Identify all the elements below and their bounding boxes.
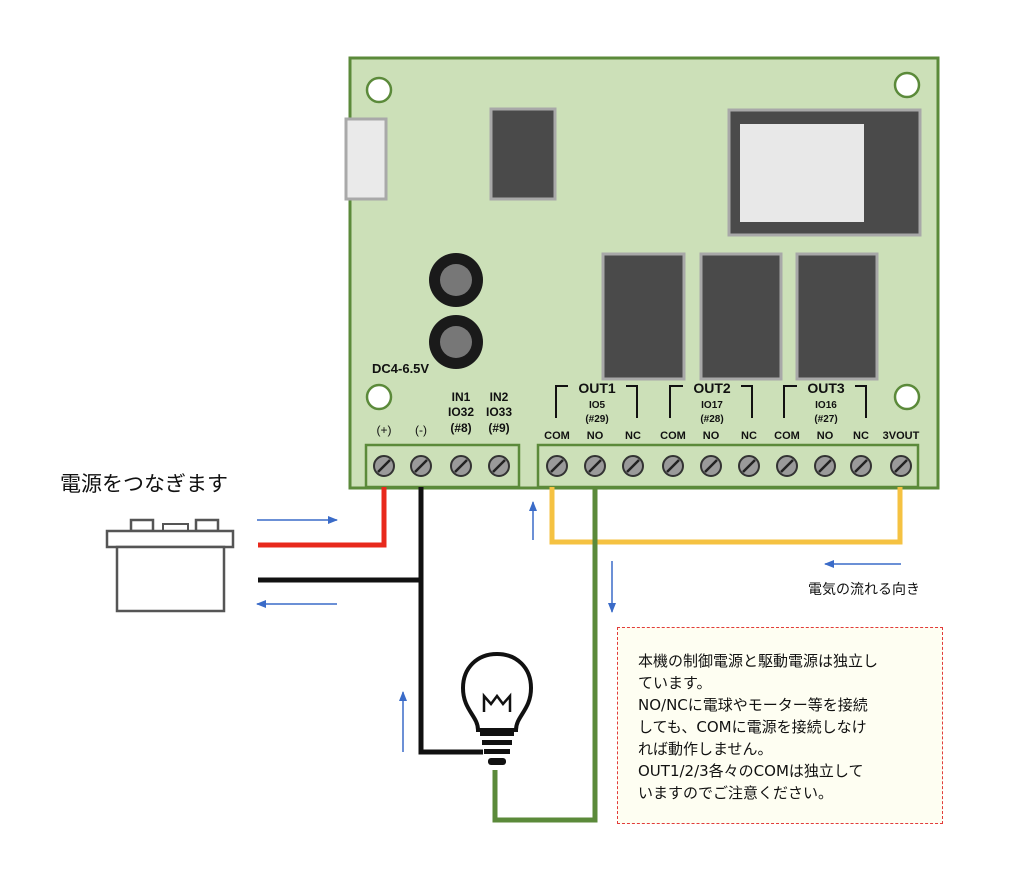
label-nc-1: NC (625, 430, 641, 442)
yellow-wire (549, 487, 903, 545)
usb-connector (344, 117, 388, 201)
mounting-hole-bottom-right (893, 383, 921, 411)
note-box: 本機の制御電源と駆動電源は独立し ています。 NO/NCに電球やモーター等を接続… (617, 627, 943, 824)
note-line-6: OUT1/2/3各々のCOMは独立して (638, 762, 864, 780)
mounting-hole-top-left (365, 76, 393, 104)
label-in1: IN1 (452, 390, 471, 404)
label-no-2: NO (703, 430, 720, 442)
terminal-screw-slot-13 (854, 459, 868, 473)
red-wire (258, 487, 387, 548)
label-nc-2: NC (741, 430, 757, 442)
label-in2: IN2 (490, 390, 509, 404)
label-pin8: (#8) (450, 421, 471, 435)
green-wire (492, 487, 598, 823)
out2-bracket (669, 385, 753, 418)
label-no-1: NO (587, 430, 604, 442)
left-terminal-labels: (+) (-) IN1 IO32 (#8) IN2 IO33 (#9) (377, 390, 513, 437)
label-io32: IO32 (448, 405, 474, 419)
relay-board: DC4-6.5V (+) (-) IN1 IO32 (#8) IN2 IO33 … (344, 56, 940, 490)
terminal-screw-slot-6 (588, 459, 602, 473)
terminal-screw-slot-10 (742, 459, 756, 473)
note-line-5: れば動作しません。 (638, 740, 773, 758)
terminal-screw-slot-4 (492, 459, 506, 473)
power-connect-label: 電源をつなぎます (60, 472, 228, 496)
out1-io: IO5 (589, 400, 606, 411)
note-line-2: ています。 (638, 674, 712, 692)
right-terminal-labels: COM NO NC COM NO NC COM NO NC 3VOUT (544, 430, 919, 442)
out1-label: OUT1 (578, 380, 616, 396)
relay-2 (699, 252, 783, 381)
terminal-screw-slot-14 (894, 459, 908, 473)
mounting-hole-bottom-left (365, 383, 393, 411)
out3-label: OUT3 (807, 380, 845, 396)
light-bulb-icon (460, 651, 534, 765)
out2-pin: (#28) (700, 414, 723, 425)
label-com-2: COM (660, 430, 686, 442)
out3-bracket (783, 385, 867, 418)
out1-bracket (555, 385, 638, 418)
relay-1 (601, 252, 686, 381)
label-io33: IO33 (486, 405, 512, 419)
terminal-screw-slot-5 (550, 459, 564, 473)
terminal-screws (373, 455, 912, 477)
terminal-screw-slot-3 (454, 459, 468, 473)
terminal-screw-slot-2 (414, 459, 428, 473)
note-line-4: しても、COMに電源を接続しなけ (638, 718, 867, 736)
label-pin9: (#9) (488, 421, 509, 435)
chip (489, 107, 557, 201)
label-nc-3: NC (853, 430, 869, 442)
out2-io: IO17 (701, 400, 723, 411)
label-plus: (+) (377, 423, 392, 437)
note-line-1: 本機の制御電源と駆動電源は独立し (638, 652, 879, 670)
label-com-3: COM (774, 430, 800, 442)
out1-pin: (#29) (585, 414, 608, 425)
terminal-screw-slot-12 (818, 459, 832, 473)
black-wire-lamp (418, 487, 483, 755)
label-no-3: NO (817, 430, 834, 442)
transformer-label (740, 124, 864, 222)
terminal-screw-slot-1 (377, 459, 391, 473)
terminal-screw-slot-11 (780, 459, 794, 473)
label-com-1: COM (544, 430, 570, 442)
power-voltage-label: DC4-6.5V (372, 361, 429, 376)
label-minus: (-) (415, 423, 427, 437)
relay-group-labels: OUT1 IO5 (#29) OUT2 IO17 (#28) OUT3 IO16… (555, 380, 867, 425)
terminal-screw-slot-9 (704, 459, 718, 473)
label-3vout: 3VOUT (883, 430, 920, 442)
current-arrows (256, 501, 901, 752)
out3-pin: (#27) (814, 414, 837, 425)
current-direction-label: 電気の流れる向き (808, 582, 920, 598)
relay-3 (795, 252, 879, 381)
terminal-screw-slot-8 (666, 459, 680, 473)
battery-icon (105, 518, 235, 613)
out3-io: IO16 (815, 400, 837, 411)
out2-label: OUT2 (693, 380, 731, 396)
note-line-7: いますのでご注意ください。 (638, 784, 834, 802)
mounting-hole-top-right (893, 71, 921, 99)
note-line-3: NO/NCに電球やモーター等を接続 (638, 696, 868, 714)
terminal-screw-slot-7 (626, 459, 640, 473)
